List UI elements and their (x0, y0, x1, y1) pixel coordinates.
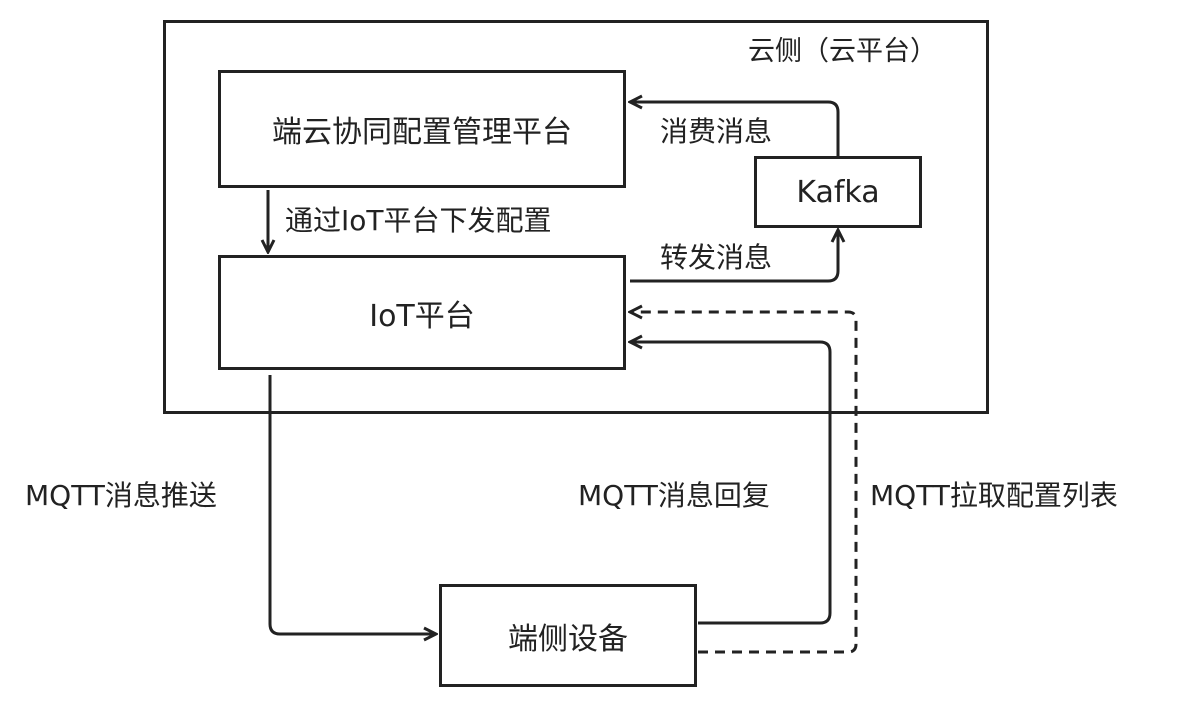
node-edge-device: 端侧设备 (439, 584, 697, 687)
edge-mqtt-pull (630, 312, 858, 654)
node-config-platform: 端云协同配置管理平台 (218, 70, 626, 188)
label-consume: 消费消息 (660, 115, 773, 148)
edge-mqtt-push (268, 375, 436, 634)
label-deliver-config: 通过IoT平台下发配置 (285, 204, 552, 237)
edge-forward (630, 230, 838, 283)
edge-consume (630, 102, 840, 156)
node-iot-platform: IoT平台 (218, 255, 626, 370)
label-forward: 转发消息 (660, 241, 773, 274)
label-mqtt-reply: MQTT消息回复 (578, 479, 770, 512)
cloud-region-title: 云侧（云平台） (748, 36, 937, 67)
cloud-region (163, 20, 989, 414)
label-mqtt-pull: MQTT拉取配置列表 (870, 479, 1118, 512)
edge-mqtt-reply (630, 342, 832, 625)
node-kafka: Kafka (754, 156, 922, 228)
label-mqtt-push: MQTT消息推送 (25, 479, 217, 512)
